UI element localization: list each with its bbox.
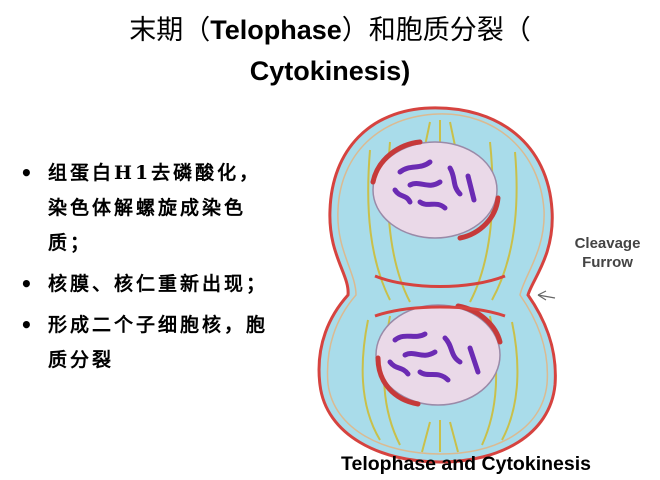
cleavage-label-line-2: Furrow (582, 254, 633, 271)
cell-drawing (317, 106, 557, 464)
title-line-1: 末期（Telophase）和胞质分裂（ (0, 10, 660, 51)
bullet-list: • 组蛋白H1去磷酸化，染色体解螺旋成染色质； • 核膜、核仁重新出现； • 形… (18, 156, 268, 384)
cleavage-arrow-icon (537, 290, 547, 301)
chromatin-bottom (387, 331, 481, 383)
telophase-illustration (270, 90, 660, 480)
cleavage-label-line-1: Cleavage (574, 235, 641, 252)
slide-title: 末期（Telophase）和胞质分裂（ Cytokinesis) (0, 10, 660, 91)
nucleus-bottom (375, 304, 501, 406)
title-line-2: Cytokinesis) (249, 56, 411, 86)
figure-caption: Telophase and Cytokinesis (341, 453, 591, 475)
cleavage-furrow-label: Cleavage Furrow (555, 234, 660, 272)
title-en-telophase: Telophase (210, 15, 342, 45)
chromatin-top (392, 159, 477, 211)
bullet-dot-icon: • (20, 313, 36, 337)
bullet-dot-icon: • (20, 272, 36, 296)
bullet-item-1: • 组蛋白H1去磷酸化，染色体解螺旋成染色质； (18, 156, 268, 261)
bullet-item-2: • 核膜、核仁重新出现； (18, 267, 268, 302)
bullet-dot-icon: • (20, 161, 36, 185)
bullet-text-1: 组蛋白H1去磷酸化，染色体解螺旋成染色质； (48, 162, 262, 254)
bullet-text-3: 形成二个子细胞核，胞质分裂 (48, 314, 269, 371)
title-zh-suffix: ）和胞质分裂（ (341, 15, 531, 46)
nucleus-top (372, 141, 498, 239)
bullet-item-3: • 形成二个子细胞核，胞质分裂 (18, 308, 268, 378)
title-zh-prefix: 末期（ (129, 15, 211, 46)
bullet-text-2: 核膜、核仁重新出现； (48, 273, 269, 295)
